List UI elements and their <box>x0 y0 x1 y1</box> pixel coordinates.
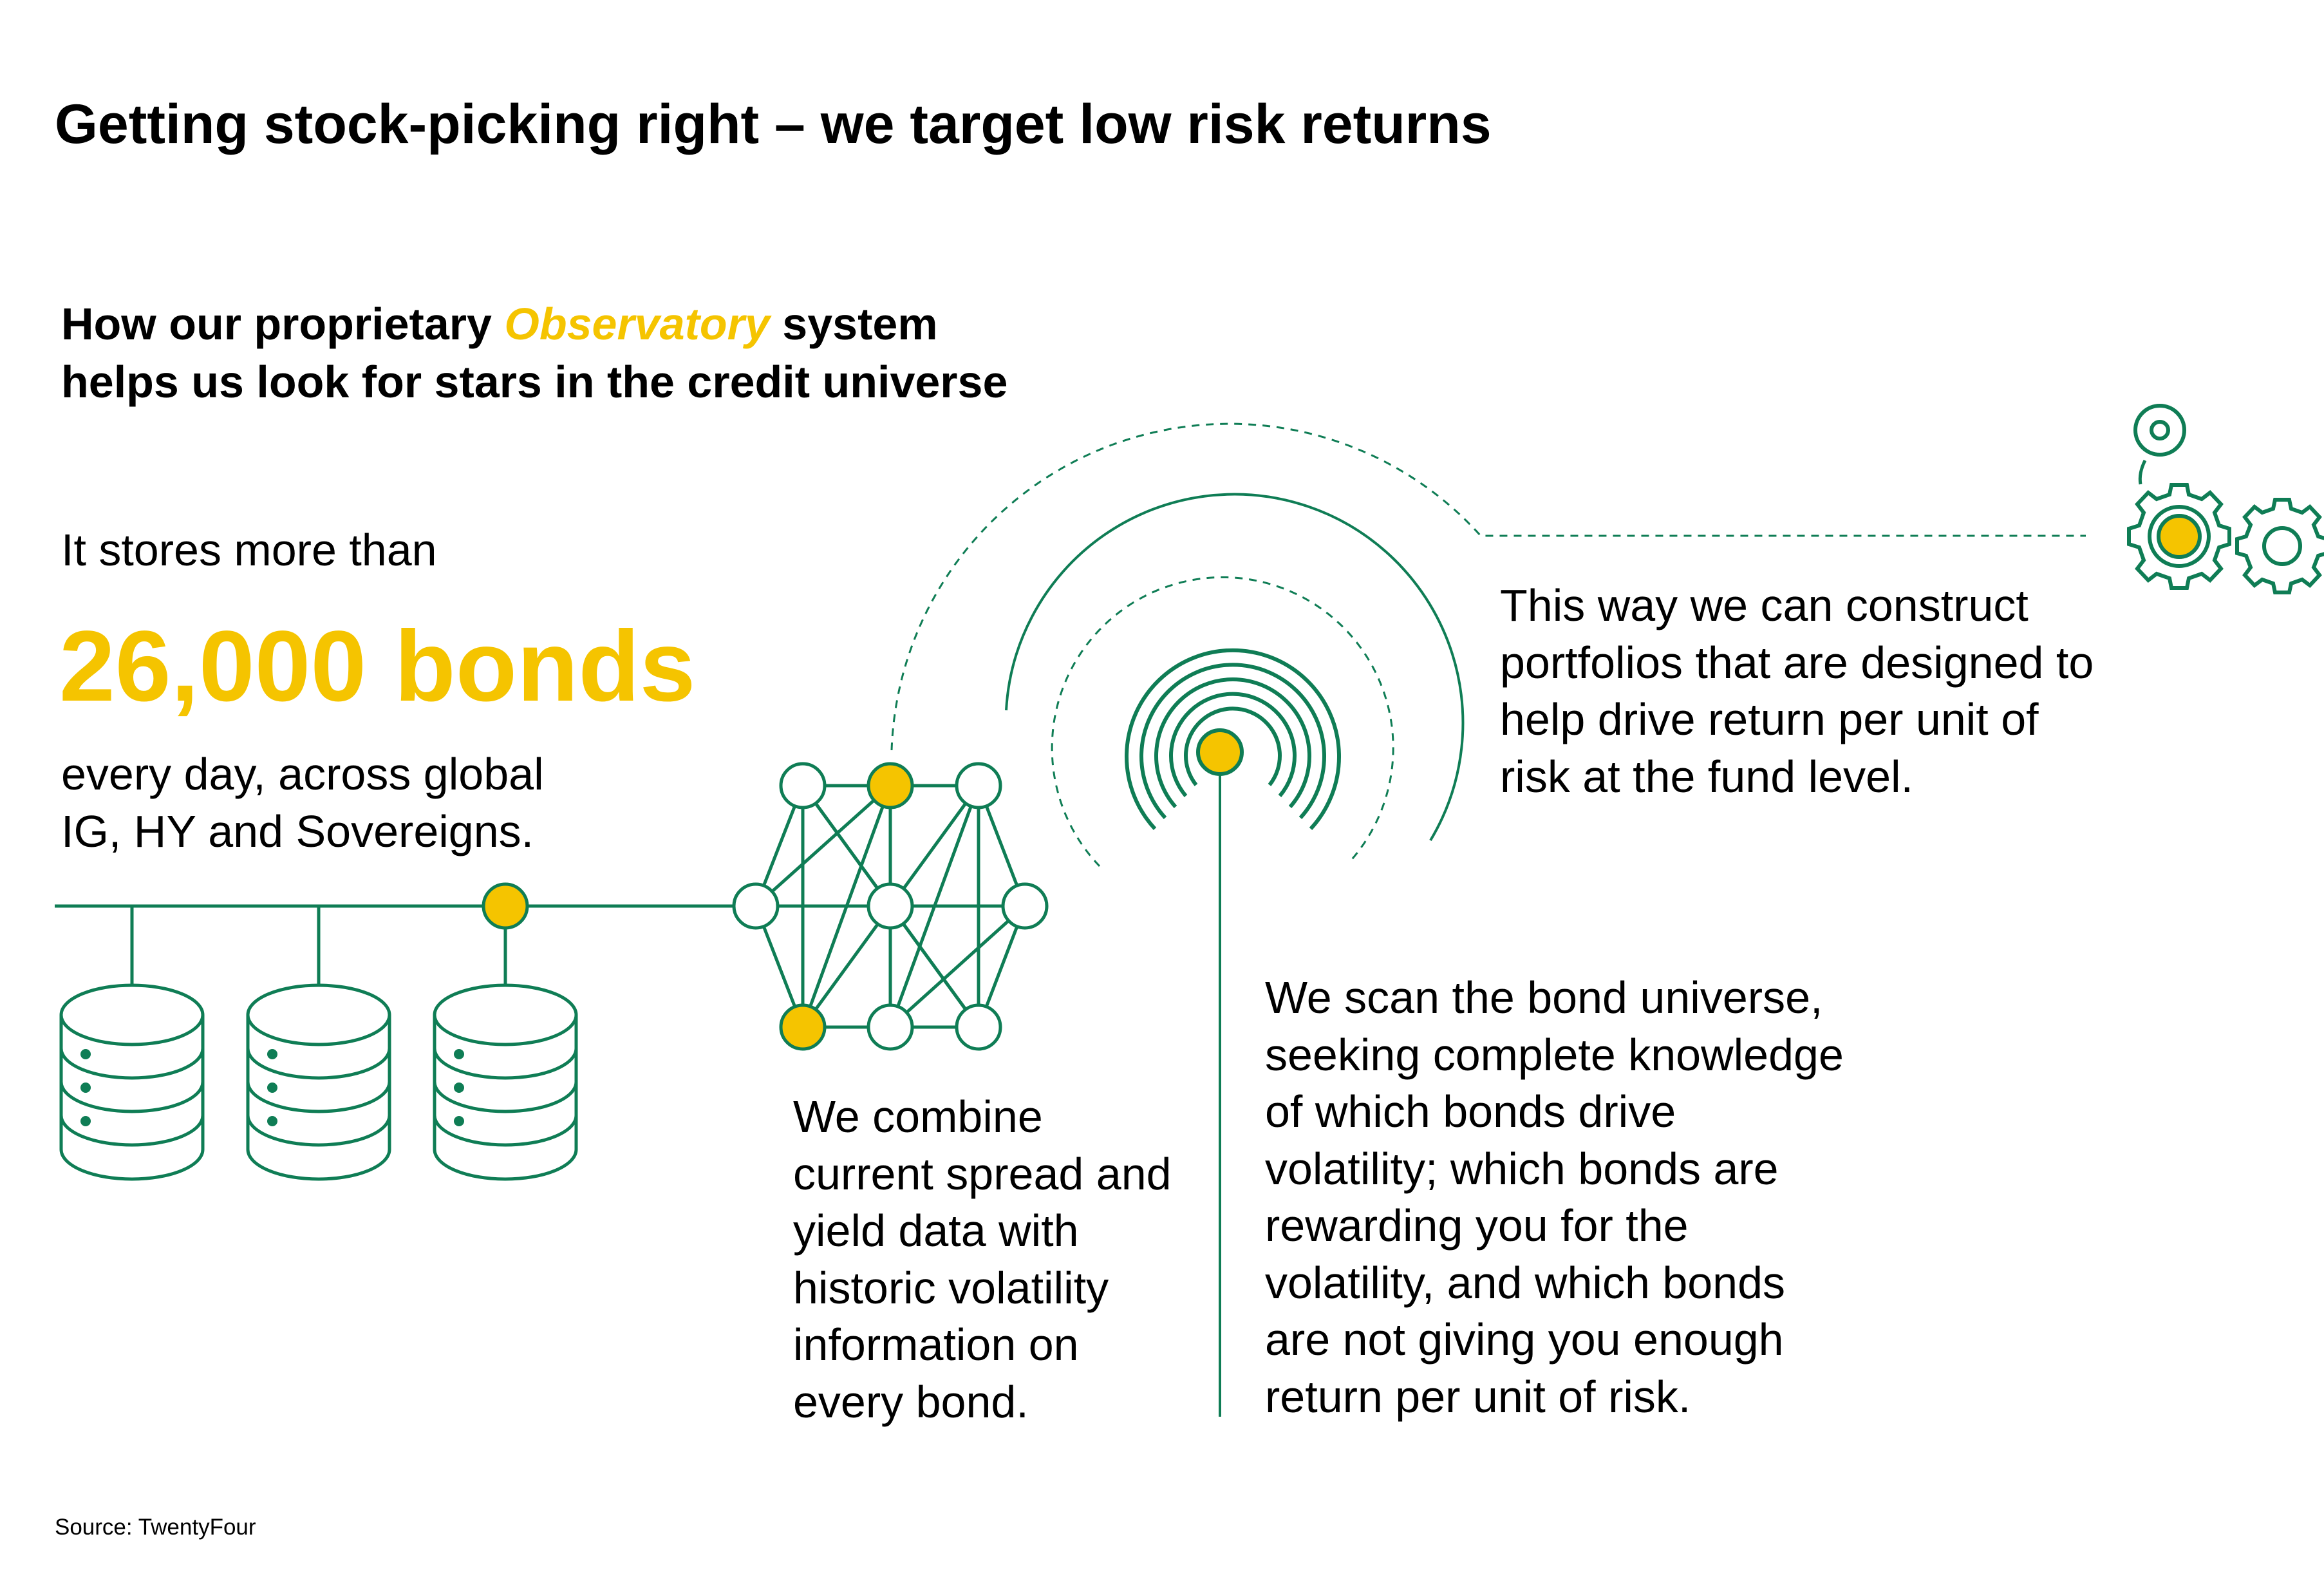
signal-radar-icon <box>1125 648 1341 1417</box>
scan-line: return per unit of risk. <box>1265 1371 1691 1422</box>
combine-line: current spread and <box>793 1148 1172 1199</box>
outer-dashed-arc <box>890 422 2086 751</box>
stores-intro: It stores more than <box>61 525 437 575</box>
scan-line: rewarding you for the <box>1265 1200 1689 1251</box>
subtitle-line-1: How our proprietary Observatory system <box>61 295 1007 353</box>
combine-line: historic volatility <box>793 1262 1109 1313</box>
subtitle-text-end: system <box>769 299 938 349</box>
bus-highlight-node <box>482 882 529 930</box>
subtitle-line-2: helps us look for stars in the credit un… <box>61 357 1008 407</box>
gear-icon <box>2127 483 2231 590</box>
scan-line: seeking complete knowledge <box>1265 1029 1844 1080</box>
observatory-highlight: Observatory <box>504 299 770 349</box>
combine-text: We combine current spread and yield data… <box>793 1088 1172 1430</box>
portfolio-line: portfolios that are designed to <box>1500 637 2094 688</box>
coverage-text: every day, across global IG, HY and Sove… <box>61 746 544 860</box>
gear-icon <box>2235 498 2324 594</box>
subtitle-text-start: How our proprietary <box>61 299 505 349</box>
scan-line: of which bonds drive <box>1265 1086 1676 1137</box>
portfolio-line: help drive return per unit of <box>1500 694 2039 744</box>
target-icon <box>2133 404 2186 485</box>
scan-text: We scan the bond universe, seeking compl… <box>1265 969 1844 1425</box>
scan-line: We scan the bond universe, <box>1265 972 1823 1023</box>
source-note: Source: TwentyFour <box>55 1515 256 1540</box>
scan-line: volatility, and which bonds <box>1265 1257 1786 1308</box>
combine-line: every bond. <box>793 1376 1029 1427</box>
database-icon <box>59 983 205 1181</box>
radar-ring-solid <box>1005 493 1465 842</box>
combine-line: We combine <box>793 1092 1043 1142</box>
coverage-line: every day, across global <box>61 749 544 799</box>
network-node-icon <box>732 762 1049 1051</box>
scan-line: are not giving you enough <box>1265 1314 1784 1365</box>
scan-line: volatility; which bonds are <box>1265 1143 1779 1194</box>
portfolio-text: This way we can construct portfolios tha… <box>1500 577 2094 805</box>
database-icon <box>246 983 391 1181</box>
database-icon <box>433 983 578 1181</box>
combine-line: yield data with <box>793 1206 1079 1256</box>
portfolio-line: This way we can construct <box>1500 580 2029 630</box>
coverage-line: IG, HY and Sovereigns. <box>61 806 534 856</box>
subtitle: How our proprietary Observatory system h… <box>61 295 1007 411</box>
portfolio-line: risk at the fund level. <box>1500 751 1913 802</box>
page-title: Getting stock-picking right – we target … <box>55 93 1492 155</box>
bonds-figure: 26,000 bonds <box>59 610 696 723</box>
radar-ring-dashed <box>1051 576 1394 867</box>
combine-line: information on <box>793 1319 1079 1370</box>
